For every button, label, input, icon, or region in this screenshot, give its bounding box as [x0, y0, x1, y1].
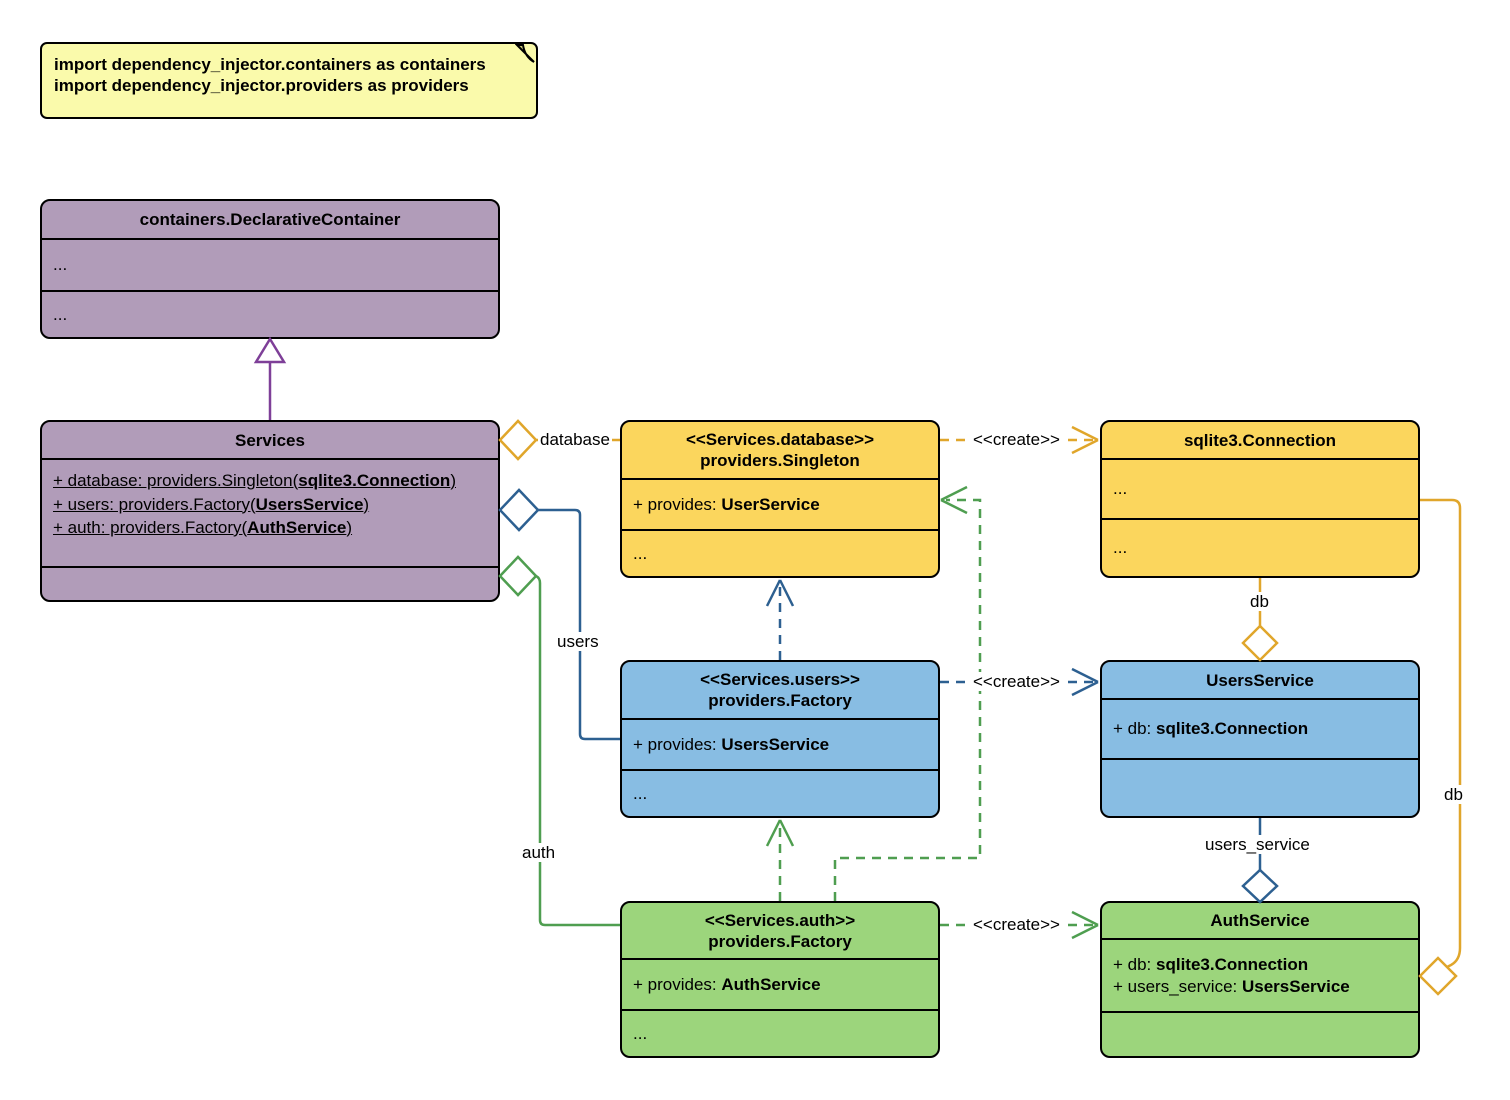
- class-row: [1102, 758, 1418, 816]
- class-row: ...: [622, 529, 938, 576]
- attribute: + db: sqlite3.Connection: [1113, 954, 1309, 974]
- note-fold-icon: [515, 44, 535, 63]
- class-row: ...: [42, 238, 498, 290]
- class-title-text: providers.Singleton: [700, 451, 860, 470]
- attribute: + provides: UsersService: [633, 734, 830, 754]
- attribute: + db: sqlite3.Connection: [1113, 719, 1309, 738]
- class-attributes: + provides: UserService: [622, 478, 938, 529]
- class-title: <<Services.users>> providers.Factory: [622, 662, 938, 718]
- class-box-auth-service: AuthService + db: sqlite3.Connection + u…: [1100, 901, 1420, 1058]
- aggregation-diamond-icon: [1241, 868, 1279, 904]
- class-box-sqlite3-connection: sqlite3.Connection ... ...: [1100, 420, 1420, 578]
- edge-label-database: database: [538, 430, 612, 449]
- aggregation-diamond-icon: [1418, 956, 1458, 996]
- edge-users: [538, 508, 620, 741]
- class-attributes: + database: providers.Singleton(sqlite3.…: [42, 458, 498, 566]
- class-row: [1102, 1011, 1418, 1056]
- class-title: Services: [235, 430, 305, 450]
- class-attributes: + provides: AuthService: [622, 958, 938, 1009]
- attribute: + provides: UserService: [633, 494, 820, 514]
- aggregation-diamond-icon: [498, 488, 540, 532]
- class-attributes: + db: sqlite3.Connection + users_service…: [1102, 938, 1418, 1011]
- edge-label-db: db: [1248, 592, 1271, 611]
- create-arrowhead-icon: [1071, 425, 1099, 455]
- class-attributes: + provides: UsersService: [622, 718, 938, 769]
- edge-label-db: db: [1442, 785, 1465, 804]
- attribute: + provides: AuthService: [633, 974, 821, 994]
- class-row: ...: [622, 1009, 938, 1056]
- class-stereotype: <<Services.users>>: [700, 670, 860, 689]
- class-attributes: + db: sqlite3.Connection: [1102, 698, 1418, 758]
- edge-label-users-service: users_service: [1203, 835, 1312, 854]
- dependency-arrowhead-icon: [765, 819, 795, 847]
- class-box-factory-auth: <<Services.auth>> providers.Factory + pr…: [620, 901, 940, 1058]
- import-note: import dependency_injector.containers as…: [40, 42, 538, 119]
- aggregation-diamond-icon: [1241, 624, 1279, 662]
- create-arrowhead-icon: [1071, 667, 1099, 697]
- attribute: + auth: providers.Factory(AuthService): [53, 518, 353, 537]
- note-line: import dependency_injector.containers as…: [54, 55, 486, 74]
- edge-label-create: <<create>>: [971, 672, 1062, 691]
- class-row: ...: [1102, 458, 1418, 518]
- edge-auth: [535, 574, 620, 927]
- class-title: UsersService: [1206, 670, 1314, 690]
- class-box-singleton-database: <<Services.database>> providers.Singleto…: [620, 420, 940, 578]
- class-title: containers.DeclarativeContainer: [139, 210, 401, 229]
- class-row: [42, 566, 498, 600]
- class-stereotype: <<Services.database>>: [685, 430, 875, 449]
- create-arrowhead-icon: [1071, 910, 1099, 940]
- attribute: + database: providers.Singleton(sqlite3.…: [53, 471, 456, 490]
- class-box-services: Services + database: providers.Singleton…: [40, 420, 500, 602]
- dependency-arrowhead-icon: [765, 579, 795, 607]
- class-title-text: providers.Factory: [708, 931, 852, 951]
- class-box-factory-users: <<Services.users>> providers.Factory + p…: [620, 660, 940, 818]
- edge-label-users: users: [555, 632, 601, 651]
- class-row: ...: [622, 769, 938, 816]
- class-row: ...: [1102, 518, 1418, 576]
- dependency-arrowhead-icon: [940, 485, 968, 515]
- class-title: <<Services.database>> providers.Singleto…: [622, 422, 938, 478]
- edge-label-create: <<create>>: [971, 430, 1062, 449]
- attribute: + users: providers.Factory(UsersService): [53, 494, 370, 514]
- edge-label-auth: auth: [520, 843, 558, 862]
- attribute: + users_service: UsersService: [1113, 976, 1350, 996]
- class-title: AuthService: [1210, 911, 1310, 930]
- edge-db-auth: [1420, 498, 1462, 969]
- class-box-users-service: UsersService + db: sqlite3.Connection: [1100, 660, 1420, 818]
- note-line: import dependency_injector.providers as …: [54, 76, 469, 95]
- aggregation-diamond-icon: [498, 419, 538, 461]
- class-title-text: providers.Factory: [708, 691, 852, 710]
- edge-label-create: <<create>>: [971, 915, 1062, 934]
- class-title: sqlite3.Connection: [1183, 430, 1337, 450]
- inheritance-triangle-icon: [253, 336, 287, 364]
- class-title: <<Services.auth>> providers.Factory: [622, 903, 938, 958]
- class-box-declarative-container: containers.DeclarativeContainer ... ...: [40, 199, 500, 339]
- class-row: ...: [42, 290, 498, 337]
- class-stereotype: <<Services.auth>>: [704, 910, 856, 930]
- aggregation-diamond-icon: [498, 555, 538, 597]
